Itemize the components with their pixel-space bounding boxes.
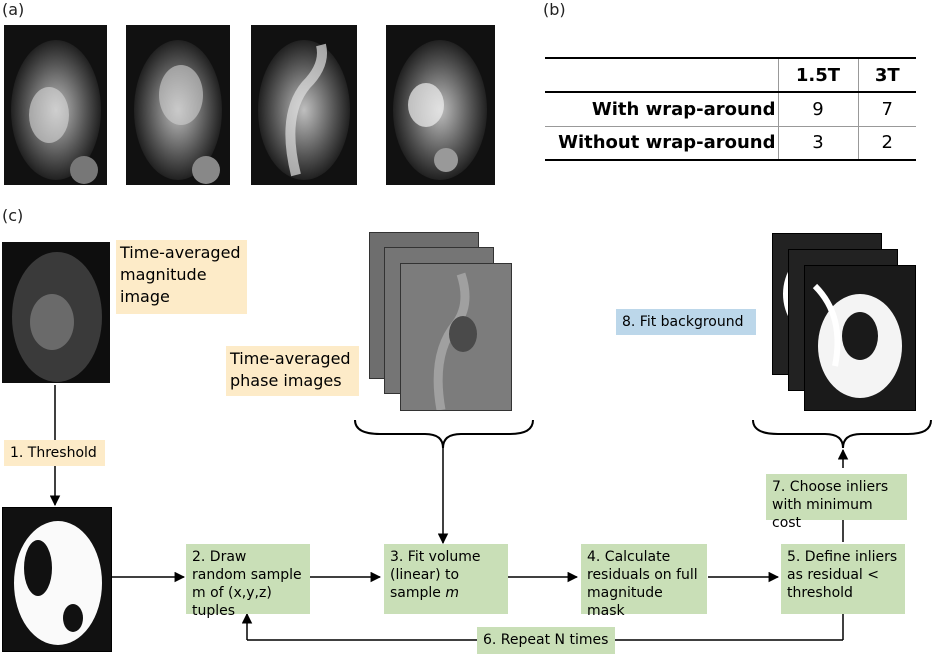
- inliers-image-front: [804, 265, 916, 411]
- step-threshold: 1. Threshold: [4, 440, 105, 466]
- step-fit-volume: 3. Fit volume (linear) to sample m: [384, 544, 508, 614]
- panel-label-c: (c): [2, 206, 24, 225]
- magnitude-image: [2, 242, 110, 383]
- step-fit-background: 8. Fit background: [616, 309, 756, 335]
- panel-label-b: (b): [543, 0, 566, 19]
- magnitude-image-label: Time-averaged magnitude image: [116, 240, 247, 314]
- mri-image-1: [4, 25, 107, 185]
- mri-image-2: [126, 25, 230, 185]
- mri-image-4: [386, 25, 495, 185]
- fit-volume-var: m: [445, 585, 459, 601]
- panel-label-a: (a): [2, 0, 25, 19]
- step-repeat: 6. Repeat N times: [477, 627, 615, 654]
- phase-image-front: [400, 263, 512, 411]
- results-table: 1.5T 3T With wrap-around 9 7 Without wra…: [545, 57, 916, 161]
- table-header-1-5t: 1.5T: [777, 58, 858, 92]
- table-row-label: With wrap-around: [591, 98, 776, 120]
- phase-images-label: Time-averaged phase images: [226, 346, 359, 396]
- table-cell: 2: [857, 126, 916, 160]
- table-cell: 9: [777, 92, 858, 126]
- mri-image-3: [251, 25, 357, 185]
- table-cell: 3: [777, 126, 858, 160]
- mask-image: [2, 507, 112, 652]
- table-row-label: Without wrap-around: [558, 132, 776, 154]
- fit-volume-text: 3. Fit volume (linear) to sample: [390, 549, 481, 601]
- table-cell: 7: [857, 92, 916, 126]
- step-choose-inliers: 7. Choose inliers with minimum cost: [766, 474, 907, 531]
- step-calculate-residuals: 4. Calculate residuals on full magnitude…: [581, 544, 707, 619]
- table-header-3t: 3T: [857, 58, 916, 92]
- step-draw-sample: 2. Draw random sample m of (x,y,z) tuple…: [186, 544, 310, 619]
- step-define-inliers: 5. Define inliers as residual < threshol…: [781, 544, 905, 614]
